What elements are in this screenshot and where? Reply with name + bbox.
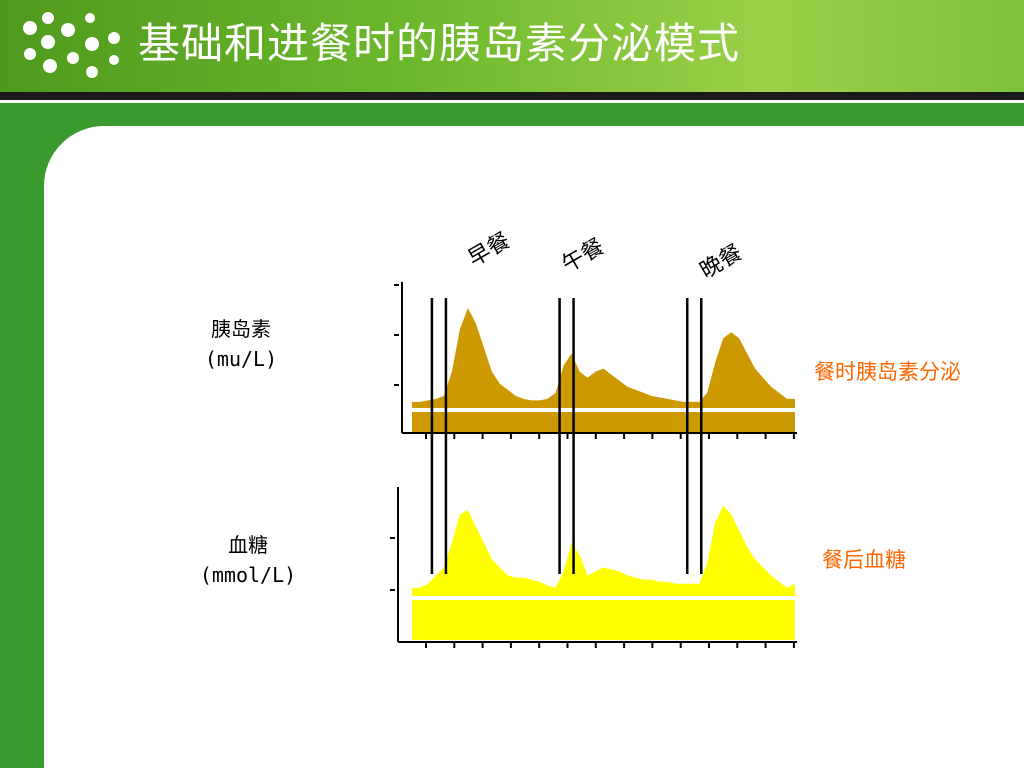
glucose-axis-title: 血糖 <box>228 533 268 557</box>
insulin-basal-band <box>412 412 795 432</box>
content-panel <box>44 126 1024 768</box>
glucose-area-series <box>412 506 795 596</box>
insulin-axis-unit: (mu/L) <box>204 347 278 371</box>
title-bar: 基础和进餐时的胰岛素分泌模式 <box>0 0 1024 92</box>
insulin-annotation: 餐时胰岛素分泌 <box>814 360 961 384</box>
glucose-axis-label: 血糖 (mmol/L) <box>178 530 318 590</box>
slide-title: 基础和进餐时的胰岛素分泌模式 <box>138 19 741 68</box>
insulin-axis-title: 胰岛素 <box>211 317 271 341</box>
insulin-axis-label: 胰岛素 (mu/L) <box>186 314 296 374</box>
insulin-area-series <box>412 308 795 408</box>
glucose-annotation: 餐后血糖 <box>822 548 906 572</box>
dots-logo-icon <box>23 12 120 78</box>
title-divider-highlight <box>0 100 1024 103</box>
title-divider <box>0 92 1024 100</box>
glucose-axis-unit: (mmol/L) <box>199 563 297 587</box>
glucose-basal-band <box>412 600 795 640</box>
